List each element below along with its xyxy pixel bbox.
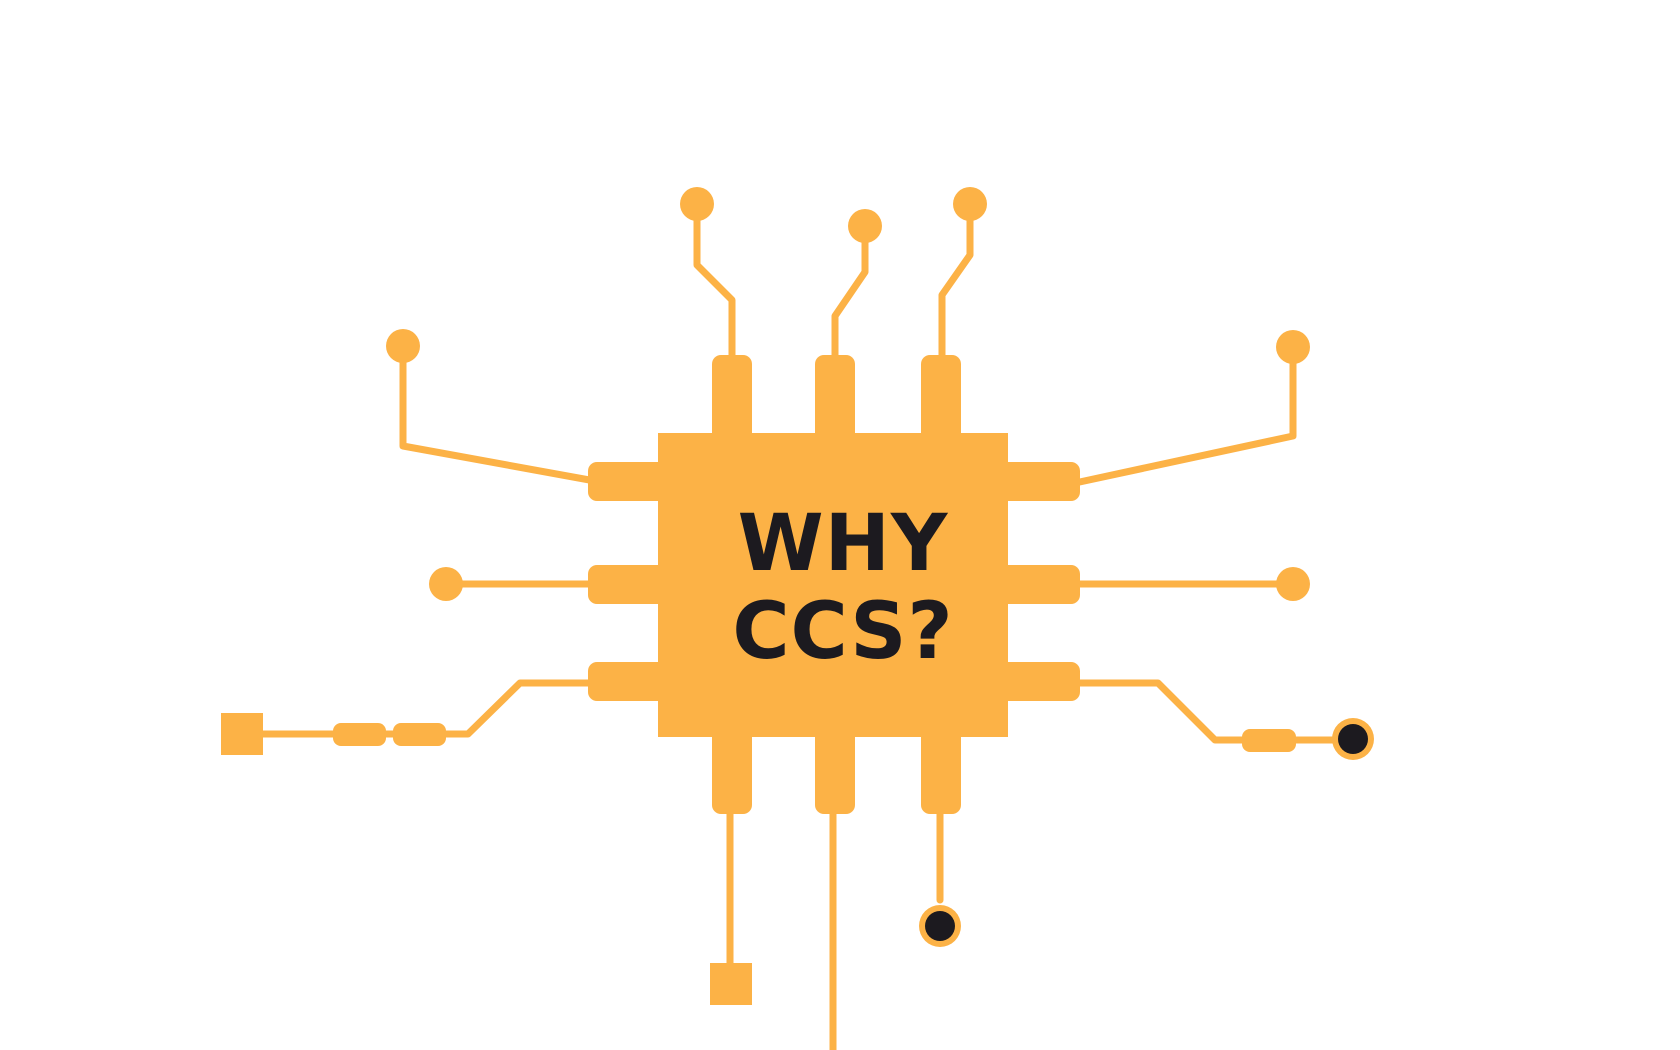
- node-bottom-square: [710, 963, 752, 1005]
- node-left-upper: [386, 329, 420, 363]
- dark-nodes: [919, 718, 1374, 947]
- trace-resistors: [333, 723, 1296, 752]
- resistor-right-1: [1242, 729, 1296, 752]
- node-bottom-right-dot: [925, 911, 955, 941]
- trace-left-upper: [399, 343, 599, 485]
- trace-top-center: [831, 222, 869, 364]
- trace-top-right: [938, 201, 974, 364]
- node-top-left: [680, 187, 714, 221]
- chip-pin-top-3: [921, 355, 961, 455]
- node-left-square: [221, 713, 263, 755]
- chip-pin-top-1: [712, 355, 752, 455]
- chip-body: [658, 433, 1008, 737]
- chip: [588, 355, 1080, 814]
- trace-top-left: [693, 201, 736, 364]
- node-right-lower-dot: [1338, 724, 1368, 754]
- node-top-center: [848, 209, 882, 243]
- terminal-nodes: [221, 187, 1310, 1005]
- trace-right-lower: [1071, 679, 1356, 744]
- node-right-middle: [1276, 567, 1310, 601]
- resistor-left-2: [393, 723, 446, 746]
- chip-pin-bottom-3: [921, 712, 961, 814]
- chip-pin-bottom-2: [815, 712, 855, 814]
- trace-right-upper: [1071, 343, 1297, 487]
- chip-title-line-2: CCS?: [732, 587, 953, 677]
- node-right-upper: [1276, 330, 1310, 364]
- node-top-right: [953, 187, 987, 221]
- chip-title-line-1: WHY: [738, 499, 949, 589]
- chip-pin-top-2: [815, 355, 855, 455]
- resistor-left-1: [333, 723, 386, 746]
- chip-pin-bottom-1: [712, 712, 752, 814]
- node-left-middle: [429, 567, 463, 601]
